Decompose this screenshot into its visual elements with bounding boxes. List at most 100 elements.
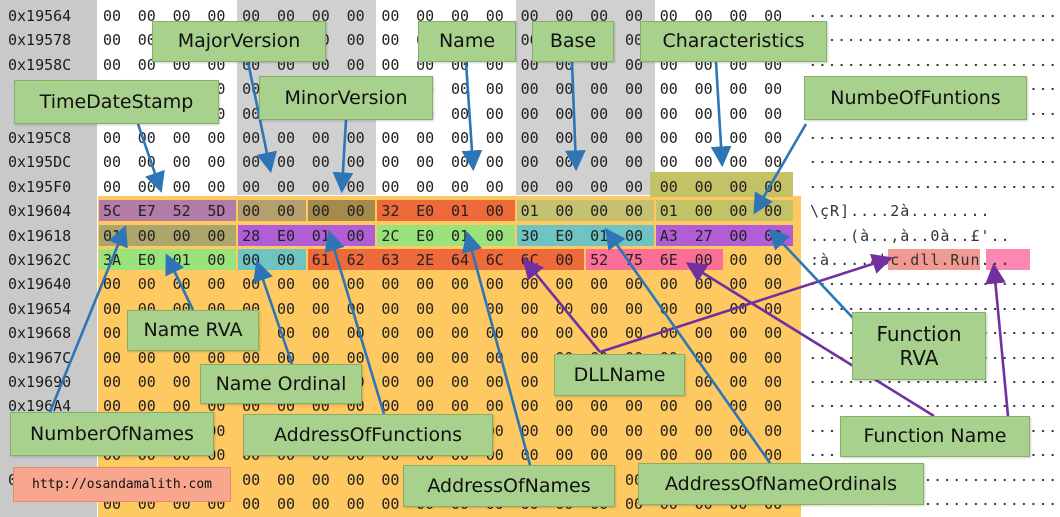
ascii-dots	[808, 477, 1058, 482]
hex-byte: 00	[624, 104, 644, 123]
hex-byte: 00	[102, 129, 122, 147]
hex-byte: 00	[276, 299, 296, 318]
hex-byte: 00	[311, 470, 330, 489]
hex-byte: 00	[764, 348, 783, 367]
hex-byte: 00	[346, 7, 365, 25]
hex-byte: 00	[242, 470, 261, 489]
label-name: Name	[418, 21, 516, 62]
hex-byte: 00	[381, 495, 400, 513]
hex-byte: 00	[729, 226, 748, 245]
hex-byte: 00	[381, 7, 400, 25]
hex-byte: 00	[555, 177, 574, 196]
label-address-of-name-ordinals: AddressOfNameOrdinals	[638, 463, 924, 505]
hex-byte: 00	[311, 324, 330, 343]
hex-byte: 00	[485, 226, 504, 245]
hex-byte: 52	[172, 202, 191, 221]
hex-byte: 00	[172, 177, 191, 196]
hex-byte: 00	[520, 104, 539, 123]
hex-byte: 00	[450, 324, 470, 343]
hex-byte: 00	[242, 129, 261, 147]
hex-byte: 01	[659, 202, 678, 221]
hex-byte: 00	[729, 104, 748, 123]
hex-byte: 00	[694, 421, 713, 440]
hex-byte: 00	[485, 275, 504, 294]
hex-byte: 00	[102, 153, 122, 172]
hex-byte: 00	[242, 495, 261, 513]
hex-byte: 00	[207, 7, 226, 25]
hex-byte: 00	[102, 275, 122, 294]
hex-byte: 00	[485, 397, 504, 416]
hex-byte: 00	[659, 153, 678, 172]
hl-number-of-names	[99, 224, 237, 246]
arrow-function-name-ascii	[985, 262, 1010, 417]
hex-byte: 00	[624, 421, 644, 440]
hl-name	[377, 200, 515, 222]
hex-byte: 00	[624, 397, 644, 416]
row-offset: 0x195DC	[8, 153, 72, 172]
row-offset: 0x19668	[8, 324, 72, 343]
hex-byte: 00	[555, 80, 574, 99]
hex-byte: 00	[381, 177, 400, 196]
hex-byte: 00	[207, 348, 226, 367]
hex-byte: 00	[764, 421, 783, 440]
hex-byte: 00	[624, 275, 644, 294]
hex-byte: 00	[729, 299, 748, 318]
hex-byte: 00	[659, 177, 678, 196]
hex-byte: 00	[485, 299, 504, 318]
hex-byte: 00	[729, 80, 748, 99]
hex-byte: 00	[590, 421, 609, 440]
hex-byte: 00	[729, 153, 748, 172]
hex-byte: 00	[694, 177, 713, 196]
hex-byte: 00	[450, 177, 470, 196]
hex-byte: 00	[764, 275, 783, 294]
hex-byte: 63	[381, 251, 400, 269]
hex-byte: 00	[694, 324, 713, 343]
hex-byte: 00	[485, 373, 504, 391]
arrow-name-rva	[165, 253, 195, 311]
hex-byte: 00	[624, 80, 644, 99]
hex-byte: 00	[276, 7, 296, 25]
hex-byte: 00	[764, 373, 783, 391]
hex-byte: 00	[102, 31, 122, 50]
ascii-text: \çR]....2à........	[810, 202, 991, 221]
hex-byte: 00	[590, 129, 609, 147]
hex-byte: 00	[555, 324, 574, 343]
hex-byte: 00	[207, 177, 226, 196]
hex-byte: 00	[172, 397, 191, 416]
hex-byte: 00	[381, 324, 400, 343]
label-name-ordinal: Name Ordinal	[200, 364, 362, 404]
hex-byte: 00	[590, 177, 609, 196]
ascii-dots	[808, 14, 1058, 18]
label-function-rva: Function RVA	[852, 312, 986, 380]
hex-byte: 00	[172, 7, 191, 25]
hex-byte: 01	[450, 202, 470, 221]
hex-byte: 00	[207, 129, 226, 147]
hex-byte: 00	[590, 202, 609, 221]
hex-byte: 00	[624, 324, 644, 343]
hex-byte: 00	[137, 397, 156, 416]
hex-byte: E0	[416, 202, 435, 221]
hex-byte: 27	[694, 226, 713, 245]
hex-byte: 00	[485, 129, 504, 147]
label-time-date-stamp: TimeDateStamp	[14, 80, 219, 124]
hex-byte: 00	[485, 153, 504, 172]
hex-byte: 00	[590, 299, 609, 318]
hex-byte: 00	[416, 348, 435, 367]
hex-byte: 00	[137, 153, 156, 172]
hex-byte: 00	[416, 275, 435, 294]
label-function-name: Function Name	[840, 416, 1030, 457]
arrow-number-of-names	[48, 225, 128, 413]
hl-minor-version	[307, 200, 376, 222]
arrow-dll-name-bytes	[522, 257, 602, 353]
hex-byte: 00	[346, 275, 365, 294]
hex-byte: 00	[590, 7, 609, 25]
hex-byte: 00	[729, 129, 748, 147]
hex-byte: 00	[450, 104, 470, 123]
hex-byte: 00	[764, 397, 783, 416]
hex-byte: 00	[590, 324, 609, 343]
hex-byte: 00	[346, 129, 365, 147]
hex-byte: 00	[416, 7, 435, 25]
hex-byte: 00	[729, 202, 748, 221]
hex-byte: 00	[729, 177, 748, 196]
hex-byte: 00	[102, 348, 122, 367]
